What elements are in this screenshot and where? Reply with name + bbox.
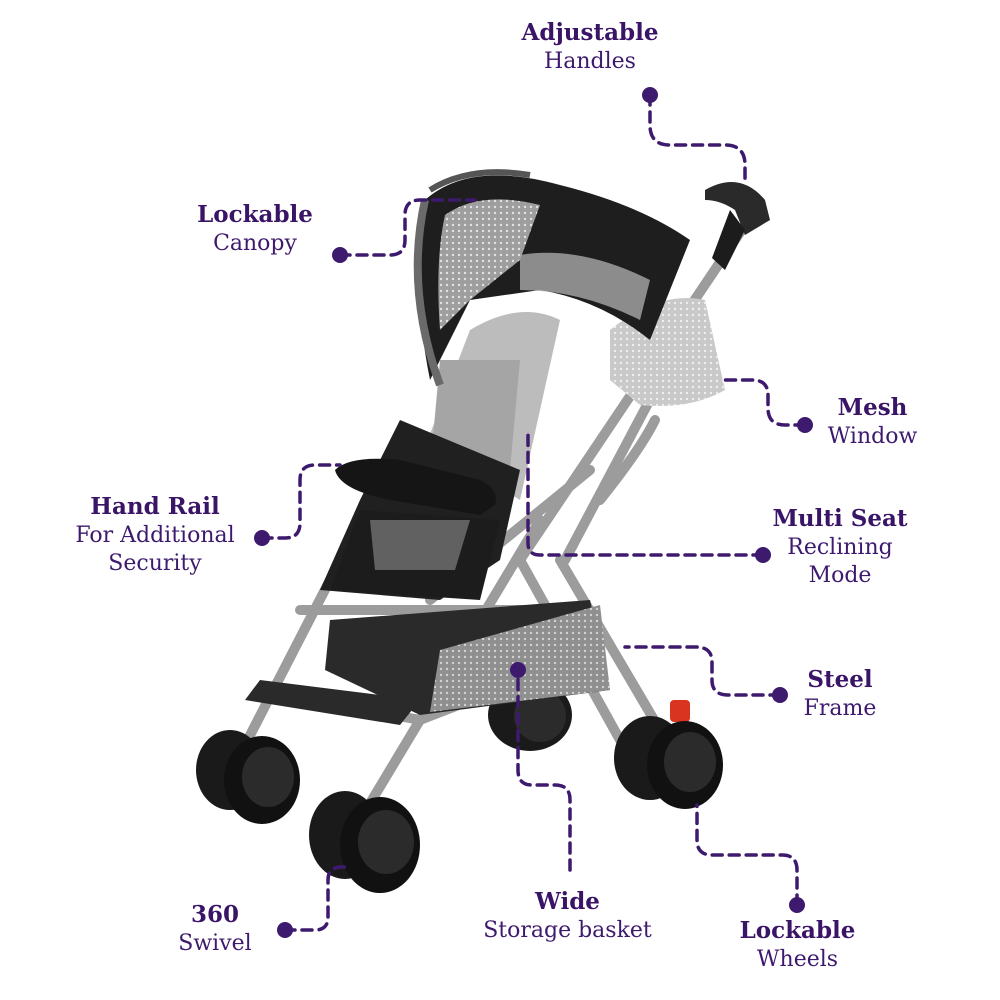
dot-wheels [789,897,805,913]
canopy [413,169,690,387]
handles [705,182,770,270]
dot-handles [642,87,658,103]
dot-basket [510,662,526,678]
label-regular: Handles [544,48,636,74]
callout-line-canopy [338,198,477,257]
label-bold: Mesh [837,394,908,421]
front-left-wheel [196,730,300,824]
label-bold: 360 [190,901,239,928]
label-regular: Reclining [787,534,893,560]
label-bold: Multi Seat [772,505,908,532]
label-bold: Wide [535,888,600,915]
brake-pedal [670,700,690,722]
callout-line-handrail [260,463,342,540]
label-regular: Canopy [213,230,297,256]
label-steel-frame: Steel Frame [785,665,895,723]
callout-line-handles [648,93,747,187]
label-regular: For Additional [75,522,235,548]
label-regular: Storage basket [483,917,652,943]
seat [320,312,560,600]
label-wide-storage: Wide Storage basket [465,887,670,945]
label-bold: Hand Rail [90,493,220,520]
label-360-swivel: 360 Swivel [160,900,270,958]
callout-lines [260,93,807,932]
hand-rail [335,458,496,515]
callout-line-mesh [718,378,807,427]
label-lockable-wheels: Lockable Wheels [725,916,870,974]
label-regular: Window [827,423,918,449]
label-regular: Swivel [178,930,252,956]
label-bold: Adjustable [521,19,659,46]
label-multi-seat: Multi Seat Reclining Mode [765,504,915,591]
callout-line-basket [516,668,572,872]
dot-mesh [797,417,813,433]
label-bold: Lockable [197,201,313,228]
callout-line-recline [526,428,765,557]
stroller [196,169,770,893]
label-lockable-canopy: Lockable Canopy [185,200,325,258]
label-hand-rail: Hand Rail For Additional Security [50,492,260,579]
label-regular: Frame [803,695,877,721]
callout-line-swivel [283,865,352,932]
label-bold: Lockable [739,917,856,944]
dot-swivel [277,922,293,938]
front-swivel-wheel [309,791,420,893]
rear-right-wheel [614,716,723,809]
label-adjustable-handles: Adjustable Handles [490,18,690,76]
storage-basket [325,600,610,715]
label-regular: Wheels [756,946,839,972]
dot-handrail [254,530,270,546]
dot-frame [772,687,788,703]
label-regular-2: Security [108,551,202,577]
dot-canopy [332,247,348,263]
label-mesh-window: Mesh Window [810,393,935,451]
dot-recline [755,547,771,563]
label-regular-2: Mode [808,563,872,589]
label-bold: Steel [807,666,873,693]
callout-dots [254,87,813,938]
callout-line-wheels [695,803,799,907]
callout-line-frame [623,645,782,697]
